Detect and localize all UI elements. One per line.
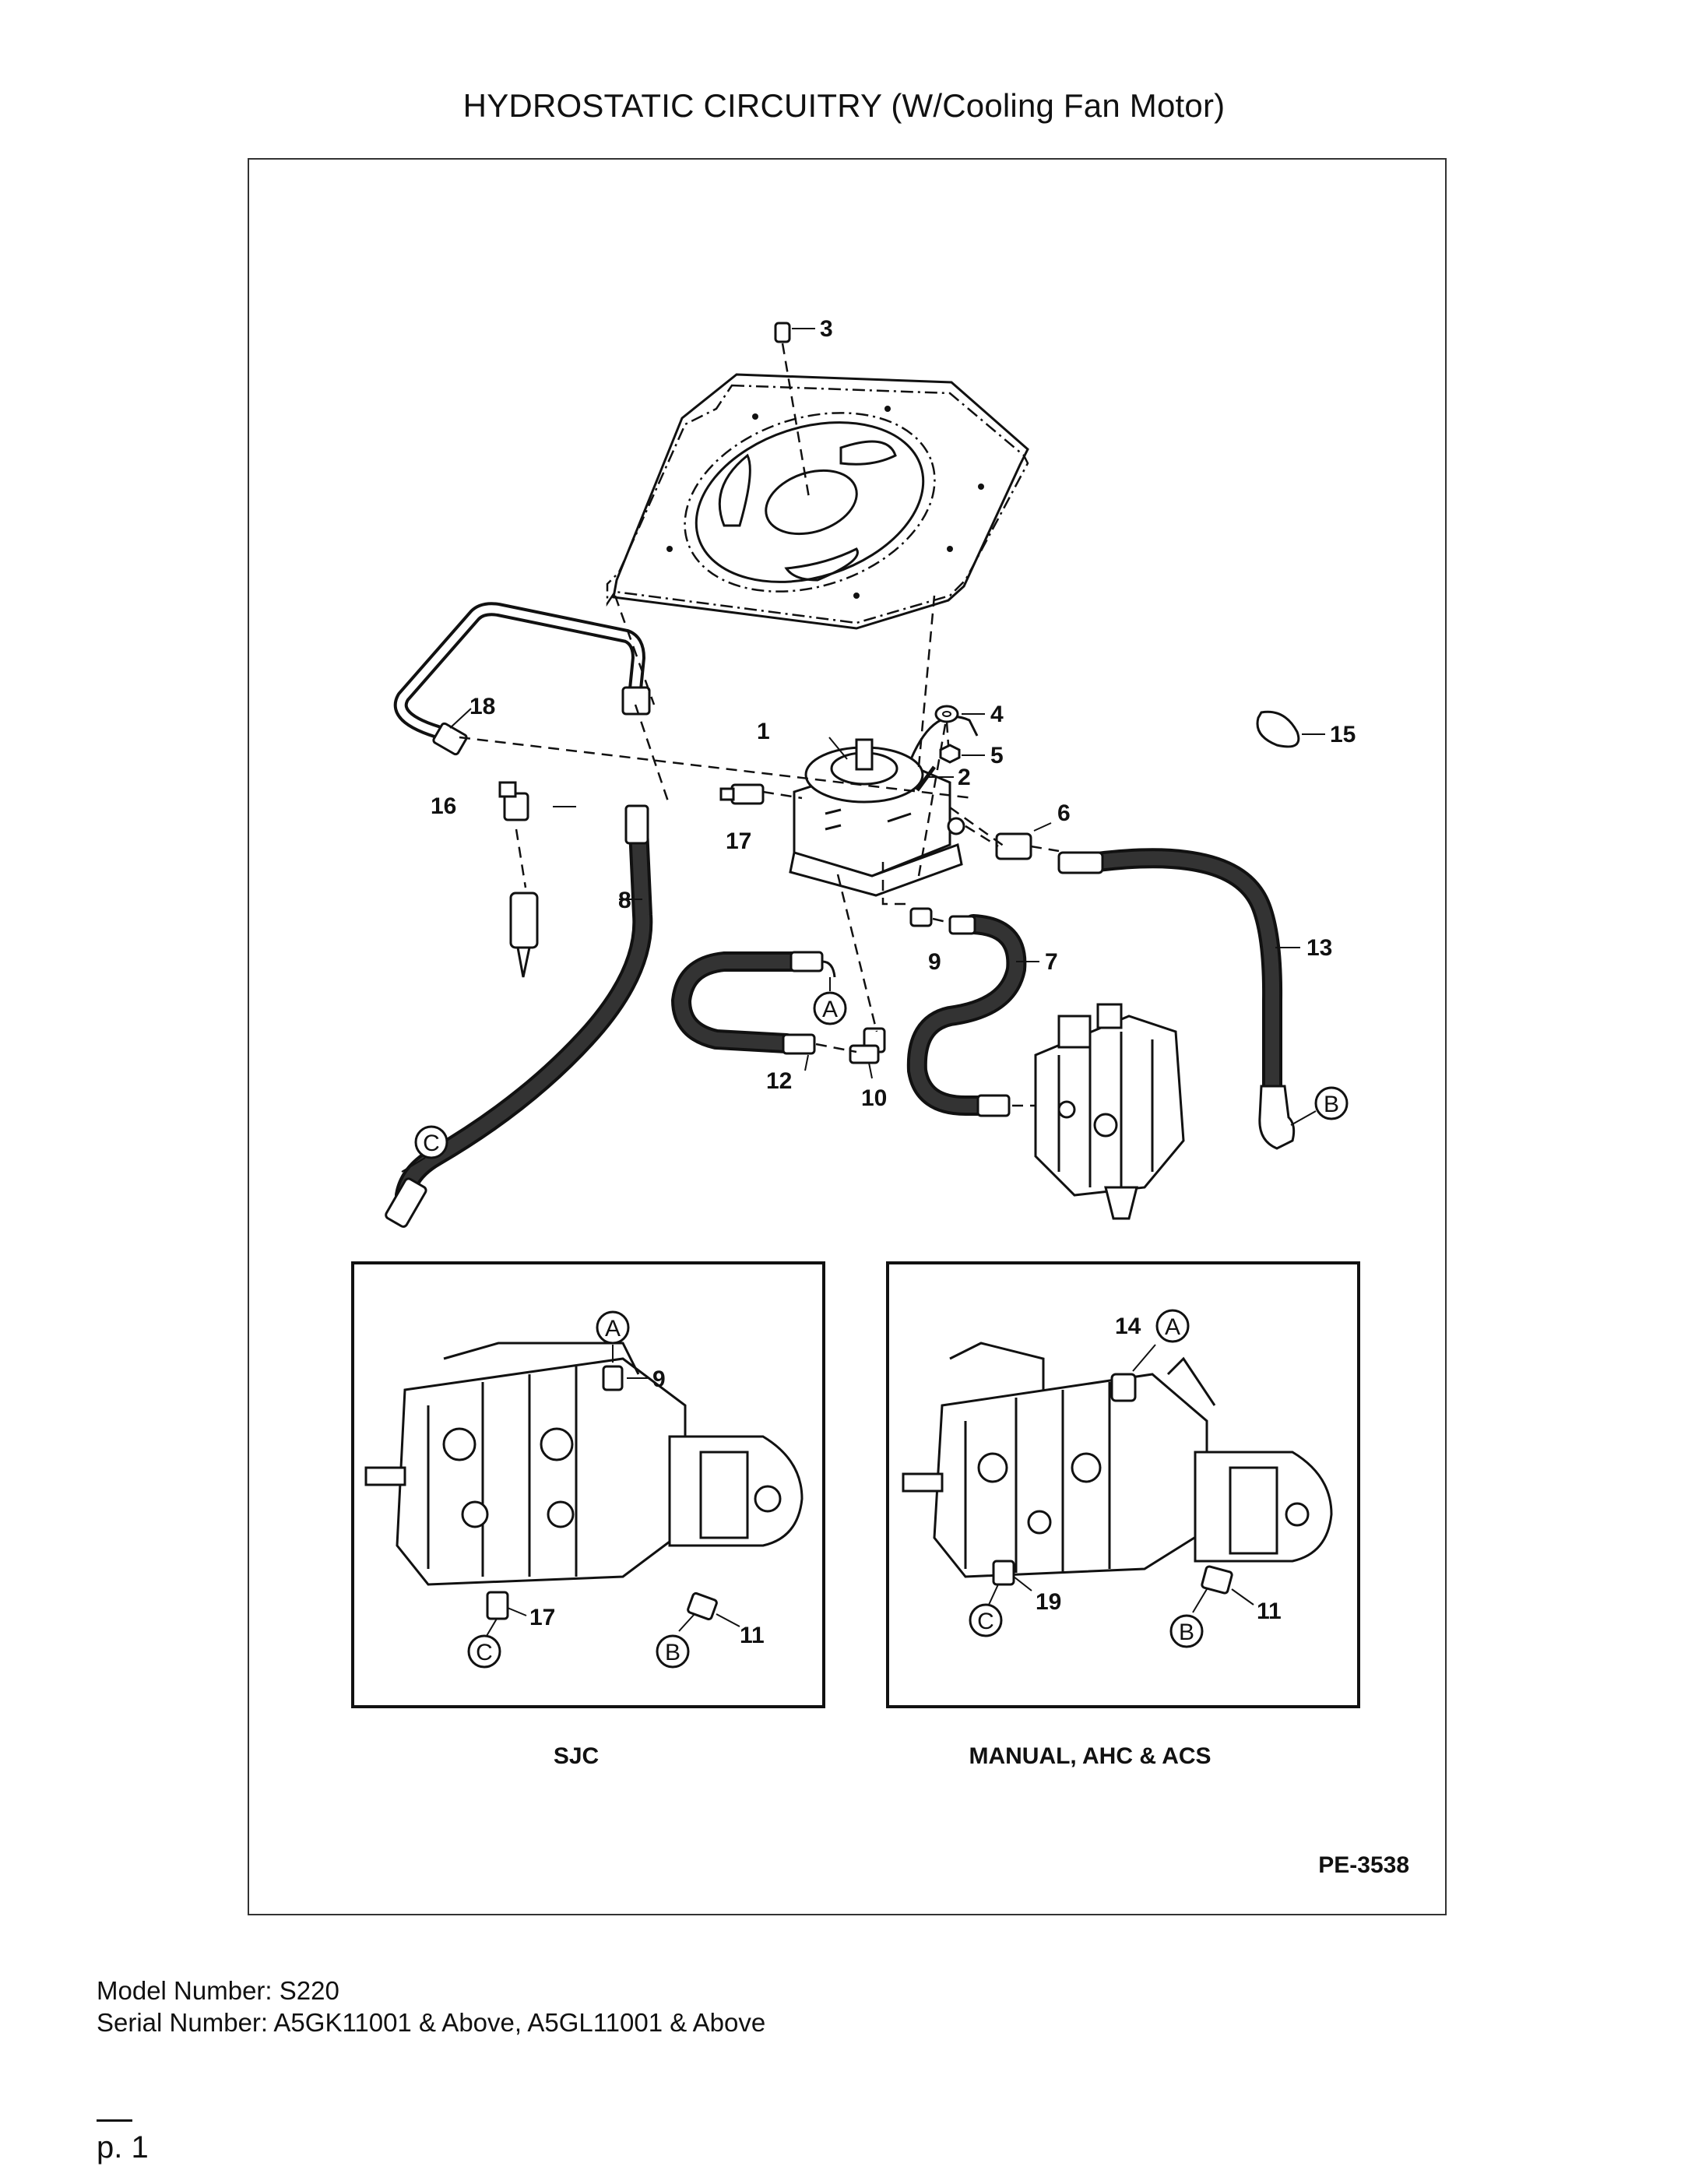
cooling-fan-motor-item-1 — [789, 716, 979, 897]
callout-7: 7 — [1045, 949, 1058, 975]
sjc-callout-17: 17 — [529, 1605, 555, 1630]
serial-number: Serial Number: A5GK11001 & Above, A5GL11… — [97, 2008, 766, 2037]
callout-8: 8 — [618, 888, 631, 913]
elbow-fitting-item-10 — [815, 1027, 886, 1064]
inset-sjc: 9 A 17 C 11 B — [351, 1261, 825, 1708]
marker-c: C — [401, 1125, 448, 1173]
sjc-fitting-11: 11 — [678, 1591, 765, 1648]
mounting-plate — [606, 373, 1029, 630]
diagram-frame: .ln { fill: none; stroke: #111; stroke-w… — [248, 158, 1447, 1915]
caption-manual-ahc-acs: MANUAL, AHC & ACS — [969, 1743, 1211, 1769]
svg-text:A: A — [822, 997, 838, 1022]
sjc-fitting-17: 17 — [486, 1591, 555, 1637]
stud-item-2 — [915, 765, 937, 792]
sjc-fitting-9: 9 — [602, 1365, 666, 1392]
marker-a: A — [813, 977, 847, 1025]
manual-fitting-19: 19 — [988, 1560, 1061, 1615]
sjc-callout-11: 11 — [740, 1623, 765, 1648]
manual-callout-11: 11 — [1257, 1598, 1282, 1624]
callout-10: 10 — [861, 1085, 887, 1111]
manual-callout-19: 19 — [1036, 1589, 1061, 1615]
marker-b: B — [1290, 1086, 1349, 1126]
callout-5: 5 — [990, 743, 1004, 768]
manual-marker-b: B — [1169, 1614, 1204, 1648]
sjc-marker-a: A — [596, 1310, 630, 1363]
callout-1: 1 — [757, 719, 770, 744]
callout-12: 12 — [766, 1068, 792, 1094]
sjc-marker-b: B — [656, 1634, 690, 1669]
clamp-item-15 — [1256, 710, 1300, 748]
inset-manual-ahc-acs: 14 A 19 C 11 B — [886, 1261, 1360, 1708]
fitting-item-9 — [881, 862, 933, 927]
hose-item-12 — [670, 951, 836, 1055]
callout-15: 15 — [1330, 722, 1356, 747]
callout-6: 6 — [1057, 800, 1071, 826]
callout-3: 3 — [820, 316, 833, 342]
manual-pump-drawing — [902, 1342, 1333, 1578]
page-number: p. 1 — [97, 2130, 149, 2165]
bolt-item-3 — [774, 322, 811, 503]
callout-16: 16 — [431, 793, 456, 819]
sjc-pump-drawing — [364, 1342, 804, 1586]
manual-marker-c: C — [969, 1603, 1003, 1637]
svg-text:B: B — [1179, 1620, 1194, 1645]
steel-tube-item-18 — [393, 602, 651, 756]
svg-text:A: A — [605, 1316, 621, 1342]
callout-2: 2 — [958, 765, 971, 790]
leader-lines — [459, 595, 1060, 1032]
callout-17: 17 — [726, 828, 751, 854]
svg-text:B: B — [665, 1640, 680, 1665]
hose-item-13 — [1057, 848, 1296, 1150]
page-rule — [97, 2119, 132, 2122]
exploded-parts-diagram: .ln { fill: none; stroke: #111; stroke-w… — [351, 316, 1409, 1878]
model-number: Model Number: S220 — [97, 1976, 339, 2005]
fitting-item-17 — [719, 783, 765, 805]
svg-text:C: C — [423, 1131, 440, 1156]
nut-item-5 — [939, 744, 961, 764]
fitting-item-16 — [498, 781, 539, 978]
svg-text:C: C — [476, 1640, 493, 1665]
page-title: HYDROSTATIC CIRCUITRY (W/Cooling Fan Mot… — [462, 87, 1226, 124]
fitting-item-6 — [995, 832, 1032, 860]
sjc-marker-c: C — [467, 1634, 501, 1669]
callout-leaders — [449, 328, 1325, 1079]
manual-fitting-11: 11 — [1192, 1565, 1282, 1624]
callout-18: 18 — [469, 694, 495, 719]
connection-markers: A B C — [401, 977, 1349, 1173]
manual-fitting-14: 14 — [1110, 1314, 1156, 1402]
callout-13: 13 — [1306, 935, 1332, 961]
sjc-callout-9: 9 — [652, 1366, 666, 1392]
drawing-number: PE-3538 — [1318, 1852, 1409, 1878]
hose-item-7 — [906, 914, 1027, 1117]
callout-4: 4 — [990, 702, 1004, 727]
callout-9: 9 — [928, 949, 941, 975]
callout-labels: 3 1 4 5 2 6 7 8 9 10 12 13 15 16 17 18 — [431, 316, 1356, 1111]
manual-callout-14: 14 — [1115, 1314, 1141, 1339]
svg-text:C: C — [977, 1609, 994, 1634]
hose-item-8 — [385, 804, 653, 1228]
control-valve — [1012, 1003, 1185, 1220]
washer-item-4 — [934, 705, 959, 723]
svg-text:A: A — [1165, 1314, 1180, 1340]
caption-sjc: SJC — [554, 1743, 599, 1769]
svg-text:B: B — [1324, 1092, 1339, 1117]
manual-marker-a: A — [1155, 1309, 1190, 1343]
